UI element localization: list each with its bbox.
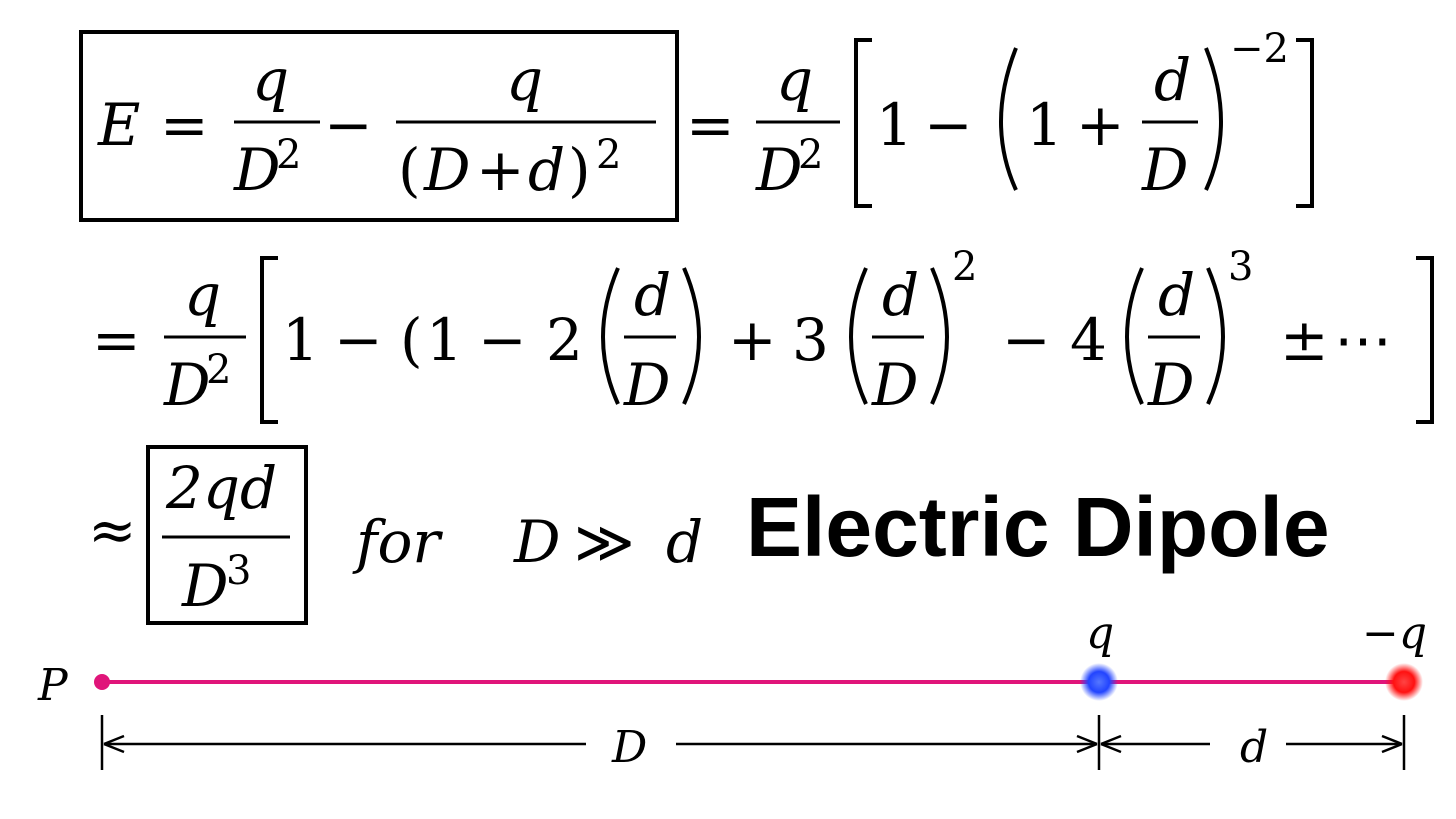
- open-paren: (: [400, 306, 423, 374]
- minus-sign: −: [334, 306, 383, 374]
- left-paren: [601, 267, 620, 405]
- positive-charge: [1080, 663, 1118, 701]
- exponent-2: 2: [206, 347, 231, 393]
- number-4: 4: [1070, 306, 1107, 374]
- denominator-D: D: [871, 351, 919, 419]
- number-1: 1: [282, 306, 319, 374]
- title: Electric Dipole: [746, 480, 1330, 574]
- numerator-d: d: [634, 261, 671, 329]
- plus-minus-sign: ±: [1280, 306, 1329, 374]
- arrowhead-left: [103, 734, 125, 754]
- field-E: E: [97, 91, 140, 159]
- condition-D: D: [513, 508, 561, 576]
- much-greater-sign: ≫: [574, 508, 635, 576]
- denominator-D: D: [181, 552, 229, 620]
- distance-d-label: d: [1240, 722, 1268, 773]
- exponent-2: 2: [952, 244, 977, 290]
- numerator-q: q: [506, 46, 543, 114]
- boxed-field-expression: [79, 30, 679, 222]
- arrowhead-right: [1076, 734, 1098, 754]
- exponent-2: 2: [596, 132, 621, 178]
- condition-d: d: [666, 508, 703, 576]
- minus-sign: −: [478, 306, 527, 374]
- right-bracket: [1416, 256, 1434, 424]
- denominator-D: D: [423, 136, 471, 204]
- exponent-2: 2: [798, 132, 823, 178]
- plus-sign: +: [476, 136, 525, 204]
- numerator-d: d: [1158, 261, 1195, 329]
- exponent-3: 3: [1228, 244, 1253, 290]
- denominator-D: D: [1147, 351, 1195, 419]
- negative-charge: [1385, 663, 1423, 701]
- dipole-diagram: P q −q D d: [37, 608, 1427, 773]
- right-paren: [682, 267, 701, 405]
- negative-charge-label: −q: [1362, 608, 1427, 659]
- numerator-q: q: [184, 261, 221, 329]
- point-P-dot: [94, 674, 110, 690]
- exponent-3: 3: [226, 548, 251, 594]
- right-paren: [1206, 267, 1225, 405]
- numerator-2qd: 2qd: [165, 454, 277, 522]
- for-word: for: [352, 508, 443, 576]
- denominator-d: d: [528, 136, 565, 204]
- denominator-D: D: [1141, 136, 1189, 204]
- numerator-d: d: [1154, 46, 1191, 114]
- denominator-D: D: [163, 351, 211, 419]
- left-bracket: [260, 256, 278, 424]
- close-paren: ): [568, 136, 591, 204]
- left-bracket: [854, 38, 872, 208]
- point-label-P: P: [37, 660, 69, 711]
- equals-sign: =: [686, 91, 735, 159]
- plus-sign: +: [1076, 91, 1125, 159]
- equation-line-3: ≈ 2qd D 3 for D ≫ d: [88, 445, 703, 625]
- distance-D-label: D: [611, 722, 647, 773]
- numerator-q: q: [252, 46, 289, 114]
- arrowhead-right: [1381, 734, 1403, 754]
- equals-sign: =: [92, 306, 141, 374]
- equation-line-2: = q D 2 1 − ( 1 − 2 d D + 3 d D 2 − 4 d …: [92, 244, 1434, 424]
- ellipsis: ⋯: [1334, 306, 1392, 374]
- arrowhead-left: [1100, 734, 1122, 754]
- denominator-D: D: [623, 351, 671, 419]
- number-2: 2: [546, 306, 583, 374]
- left-paren: [1125, 267, 1144, 405]
- right-paren: [1204, 47, 1223, 191]
- minus-sign: −: [324, 91, 373, 159]
- number-1: 1: [426, 306, 463, 374]
- positive-charge-label: q: [1086, 608, 1114, 659]
- equation-line-1: E = q D 2 − q ( D + d ) 2 = q D 2 1 − 1 …: [79, 26, 1314, 222]
- number-3: 3: [792, 306, 829, 374]
- right-bracket: [1296, 38, 1314, 208]
- numerator-q: q: [776, 46, 813, 114]
- exponent-neg-2: −2: [1230, 26, 1289, 72]
- approx-sign: ≈: [88, 496, 137, 564]
- minus-sign: −: [1002, 306, 1051, 374]
- minus-sign: −: [924, 91, 973, 159]
- right-paren: [930, 267, 949, 405]
- plus-sign: +: [728, 306, 777, 374]
- number-1: 1: [1026, 91, 1063, 159]
- left-paren: [999, 47, 1018, 191]
- left-paren: [849, 267, 868, 405]
- equals-sign: =: [160, 91, 209, 159]
- exponent-2: 2: [276, 132, 301, 178]
- number-1: 1: [876, 91, 913, 159]
- denominator-D: D: [233, 136, 281, 204]
- open-paren: (: [398, 136, 421, 204]
- boxed-dipole-result: [146, 445, 308, 625]
- denominator-D: D: [755, 136, 803, 204]
- numerator-d: d: [882, 261, 919, 329]
